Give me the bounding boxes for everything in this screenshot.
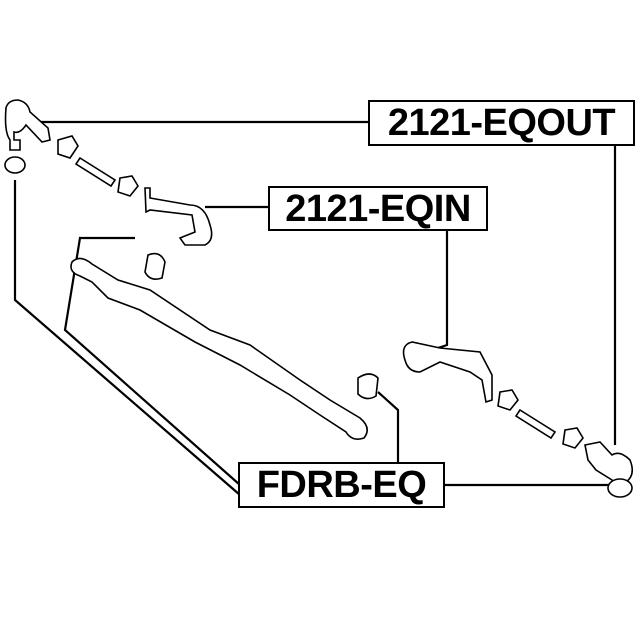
- label-fdrb-eq: FDRB-EQ: [238, 462, 445, 508]
- leader-fdrb-center-bush: [377, 391, 400, 462]
- leader-eqin-right: [431, 230, 449, 352]
- leader-fdrb-left-bush: [13, 180, 241, 496]
- leader-fdrb-bracket: [63, 236, 241, 486]
- nut-left: [57, 135, 79, 159]
- inner-tie-rod-end-left: [144, 187, 213, 246]
- center-link: [70, 257, 368, 440]
- leader-lines: [13, 120, 617, 496]
- outer-tie-rod-end-left: [4, 99, 51, 151]
- nut-right-2: [562, 427, 584, 449]
- parts: [4, 99, 634, 498]
- bushing-left-top: [4, 156, 26, 174]
- nut-left-2: [117, 175, 139, 197]
- label-2121-eqout: 2121-EQOUT: [368, 100, 635, 146]
- label-2121-eqin: 2121-EQIN: [268, 186, 488, 231]
- inner-tie-rod-end-right: [402, 341, 493, 404]
- nut-right: [497, 389, 519, 411]
- bushing-center-left: [144, 252, 166, 280]
- adjuster-bolt-left: [74, 156, 117, 188]
- bushing-right-bottom: [607, 478, 633, 498]
- bushing-center-right: [357, 373, 379, 400]
- adjuster-bolt-right: [514, 408, 557, 440]
